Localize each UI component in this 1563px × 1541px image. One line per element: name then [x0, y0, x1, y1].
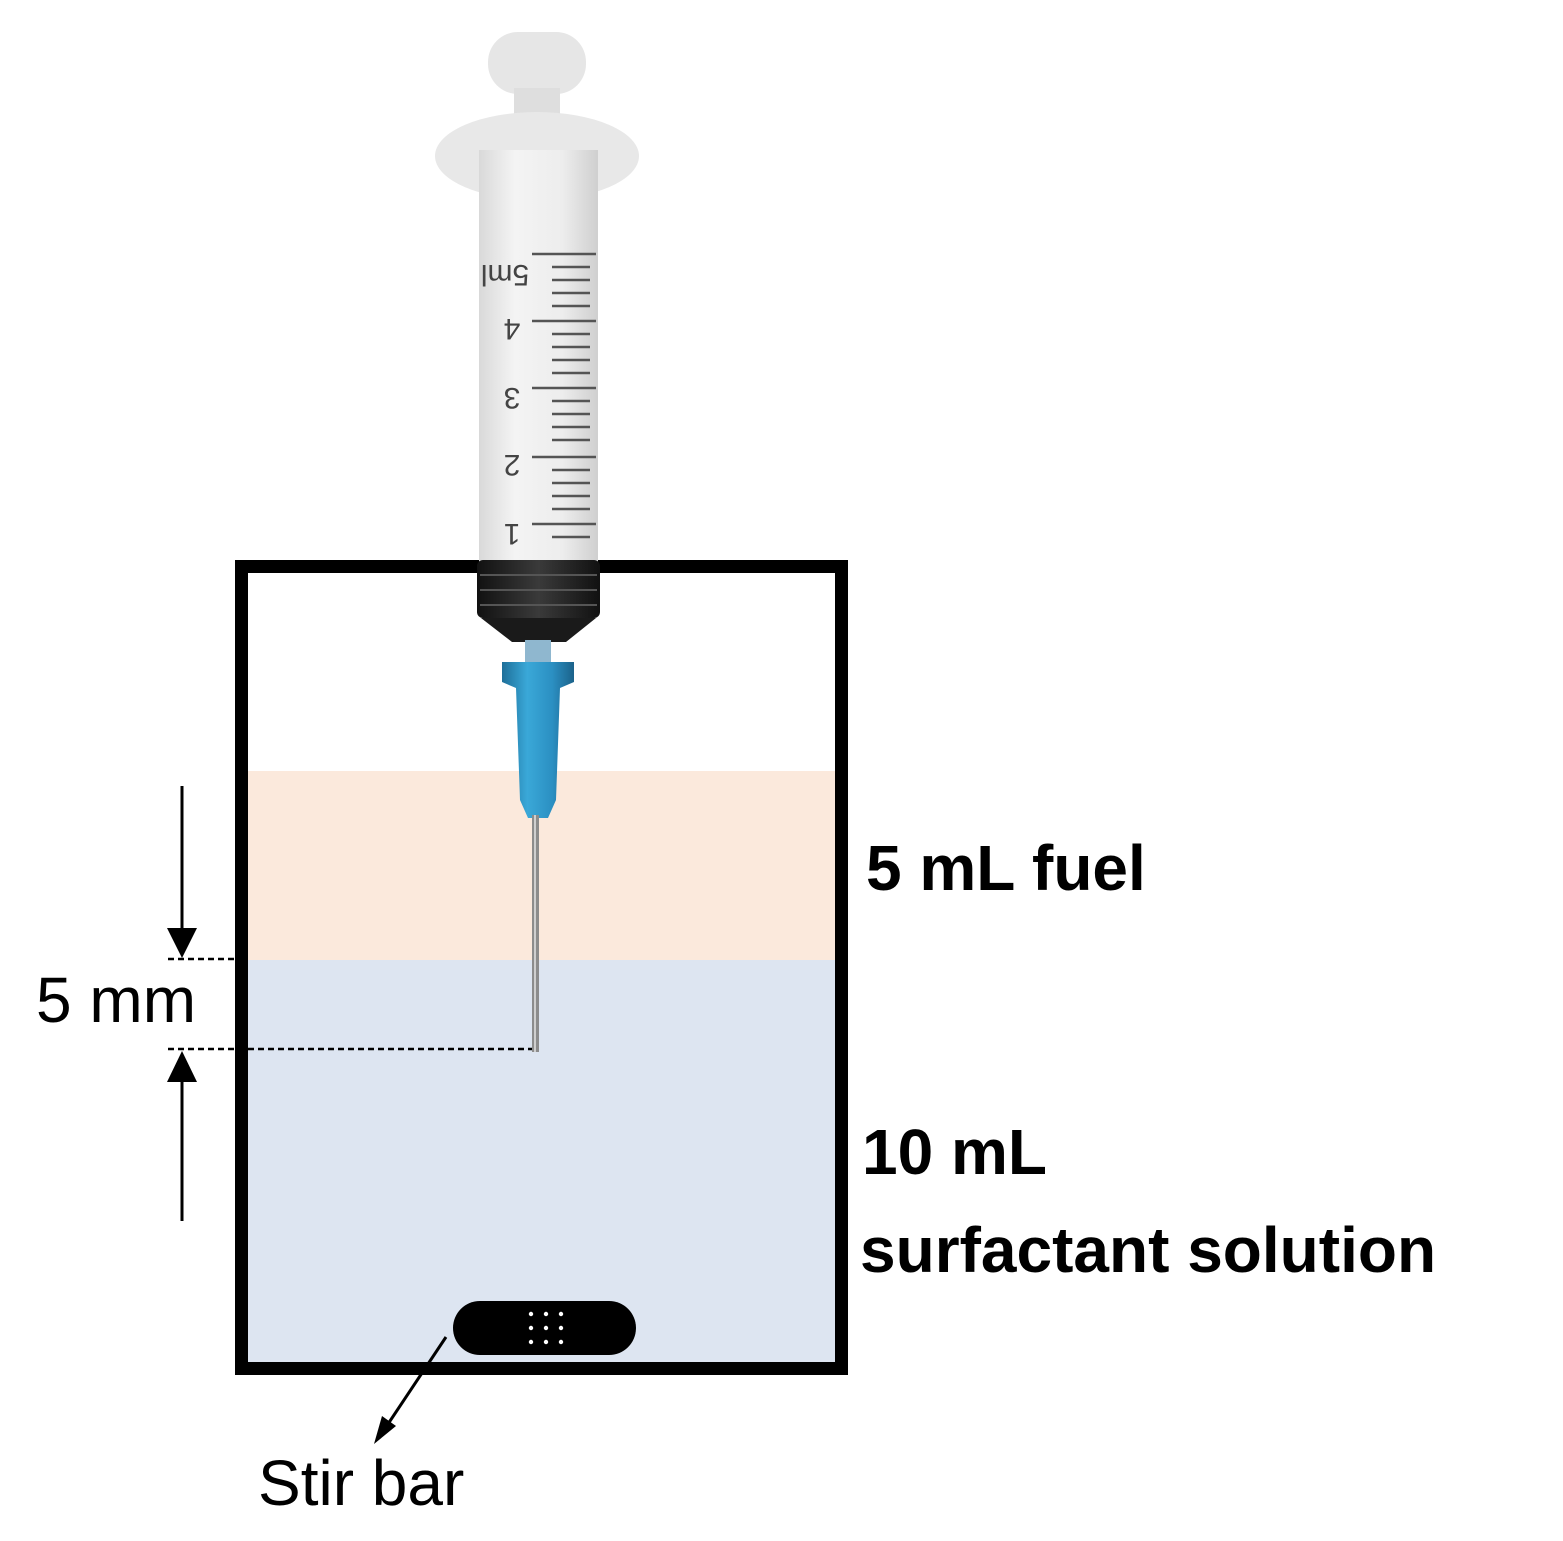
- scale-mark-2: 2: [504, 448, 521, 481]
- depth-dimension: [168, 957, 536, 1051]
- scale-mark-5ml: 5ml: [481, 258, 529, 291]
- surfactant-solution-label: surfactant solution: [860, 1214, 1437, 1286]
- fuel-label: 5 mL fuel: [866, 832, 1146, 904]
- scale-mark-1: 1: [504, 517, 521, 550]
- surfactant-volume-label: 10 mL: [862, 1116, 1047, 1188]
- arrow-up-icon: [167, 1051, 197, 1221]
- stir-bar-icon: [453, 1301, 636, 1355]
- stir-bar-pointer: [374, 1336, 448, 1444]
- depth-label: 5 mm: [36, 964, 196, 1036]
- arrow-down-icon: [167, 786, 197, 958]
- syringe-scale: [532, 252, 596, 539]
- scale-mark-3: 3: [504, 381, 521, 414]
- surfactant-layer: [248, 960, 835, 1362]
- scale-mark-4: 4: [504, 312, 521, 345]
- stir-bar-label: Stir bar: [258, 1447, 465, 1519]
- syringe-icon: 5ml 4 3 2 1: [435, 32, 639, 1052]
